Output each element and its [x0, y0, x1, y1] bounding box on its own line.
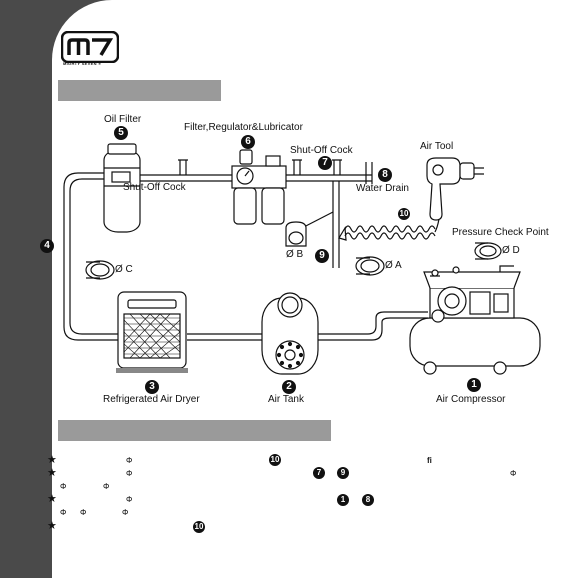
note-star-1: ★ — [47, 454, 57, 466]
badge-7: 7 — [318, 156, 332, 170]
badge-8: 8 — [378, 168, 392, 182]
air-tool — [426, 157, 484, 221]
note-badge-10-a: 10 — [269, 454, 281, 466]
label-dim-c: Ø C — [115, 264, 133, 275]
note-phi-8: Φ — [80, 508, 87, 517]
label-shut-off-cock-right: Shut-Off Cock — [290, 145, 353, 156]
label-shut-off-cock-left: Shut-Off Cock — [123, 182, 186, 193]
air-tank — [261, 292, 319, 375]
badge-4: 4 — [40, 239, 54, 253]
shut-off-cock-left — [178, 159, 188, 175]
air-compressor — [409, 265, 541, 375]
note-phi-1: Φ — [126, 456, 133, 465]
shut-off-cock-right — [332, 159, 342, 175]
dimension-ring-d — [474, 242, 502, 260]
refrigerated-air-dryer — [117, 291, 187, 369]
badge-6: 6 — [241, 135, 255, 149]
note-badge-7: 7 — [313, 467, 325, 479]
note-badge-9: 9 — [337, 467, 349, 479]
dimension-ring-c — [85, 260, 115, 280]
coil-hose — [344, 225, 436, 233]
section-header-bar-bottom — [58, 420, 331, 441]
badge-2: 2 — [282, 380, 296, 394]
label-air-tank: Air Tank — [268, 394, 304, 405]
badge-5: 5 — [114, 126, 128, 140]
water-drain-pipe — [332, 181, 340, 268]
note-phi-3: Φ — [510, 469, 517, 478]
label-frl: Filter,Regulator&Lubricator — [184, 122, 303, 133]
note-badge-10-b: 10 — [193, 521, 205, 533]
dimension-ring-a — [355, 256, 385, 276]
badge-10: 10 — [398, 208, 410, 220]
label-oil-filter: Oil Filter — [104, 114, 142, 125]
label-dim-b: Ø B — [286, 249, 304, 260]
note-phi-5: Φ — [103, 482, 110, 491]
mighty-seven-logo — [61, 31, 119, 63]
badge-3: 3 — [145, 380, 159, 394]
note-phi-9: Φ — [122, 508, 129, 517]
label-air-tool: Air Tool — [420, 141, 454, 152]
badge-1: 1 — [467, 378, 481, 392]
pipe-tank-to-compressor — [318, 311, 428, 341]
section-header-bar-top — [58, 80, 221, 101]
note-phi-2: Φ — [126, 469, 133, 478]
note-star-4: ★ — [47, 520, 57, 532]
label-air-compressor: Air Compressor — [436, 394, 506, 405]
note-badge-8: 8 — [362, 494, 374, 506]
note-star-3: ★ — [47, 493, 57, 505]
dimension-ring-b — [285, 221, 307, 247]
label-refrigerated-air-dryer: Refrigerated Air Dryer — [103, 394, 200, 405]
logo-tagline: MIGHTY SEVEN ® — [63, 61, 102, 66]
note-phi-6: Φ — [126, 495, 133, 504]
badge-9: 9 — [315, 249, 329, 263]
label-water-drain: Water Drain — [356, 183, 409, 194]
note-phi-7: Φ — [60, 508, 67, 517]
label-dim-a: Ø A — [385, 260, 402, 271]
label-dim-d: Ø D — [502, 245, 520, 256]
pipe-4 — [63, 172, 118, 341]
note-star-2: ★ — [47, 467, 57, 479]
pipe-dryer-to-tank — [187, 333, 262, 341]
note-fi: fi — [427, 456, 432, 465]
label-pressure-check-point: Pressure Check Point — [452, 227, 549, 238]
note-phi-4: Φ — [60, 482, 67, 491]
note-badge-1: 1 — [337, 494, 349, 506]
